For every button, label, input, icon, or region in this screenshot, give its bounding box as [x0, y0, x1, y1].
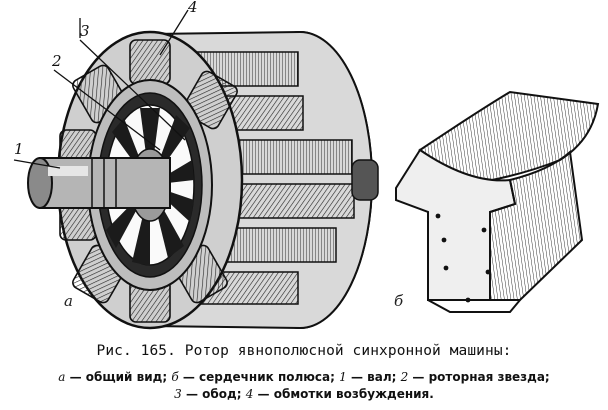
legend-text: — вал;: [346, 370, 401, 384]
figure-caption-legend-line2: 3 — обод; 4 — обмотки возбуждения.: [0, 387, 608, 401]
legend-text: — обмотки возбуждения.: [253, 387, 434, 401]
legend-key: а: [58, 370, 66, 384]
rotor-shaft: [27, 157, 171, 209]
label-shaft-number: 1: [14, 140, 24, 158]
legend-key: 2: [400, 370, 409, 384]
figure-caption-title: Рис. 165. Ротор явнополюсной синхронной …: [96, 343, 512, 359]
label-windings-number: 4: [188, 0, 198, 16]
pole-core-view: [395, 90, 600, 313]
legend-key: 1: [339, 370, 347, 384]
label-view-a: a: [64, 292, 73, 310]
rotor-general-view: [13, 9, 379, 330]
label-view-b: б: [394, 292, 404, 310]
legend-text: — сердечник полюса;: [178, 370, 340, 384]
legend-key: 3: [174, 387, 182, 401]
label-spider-number: 2: [52, 52, 62, 70]
label-rim-number: 3: [80, 22, 90, 40]
legend-key: б: [171, 370, 179, 384]
figure-caption-legend-line1: а — общий вид; б — сердечник полюса; 1 —…: [0, 370, 608, 384]
pole-rivets: [435, 213, 491, 303]
legend-text: — роторная звезда;: [408, 370, 550, 384]
legend-text: — обод;: [181, 387, 246, 401]
legend-text: — общий вид;: [65, 370, 172, 384]
leader-lines: [13, 9, 189, 169]
rotor-illustration: [13, 9, 600, 330]
legend-key: 4: [245, 387, 254, 401]
